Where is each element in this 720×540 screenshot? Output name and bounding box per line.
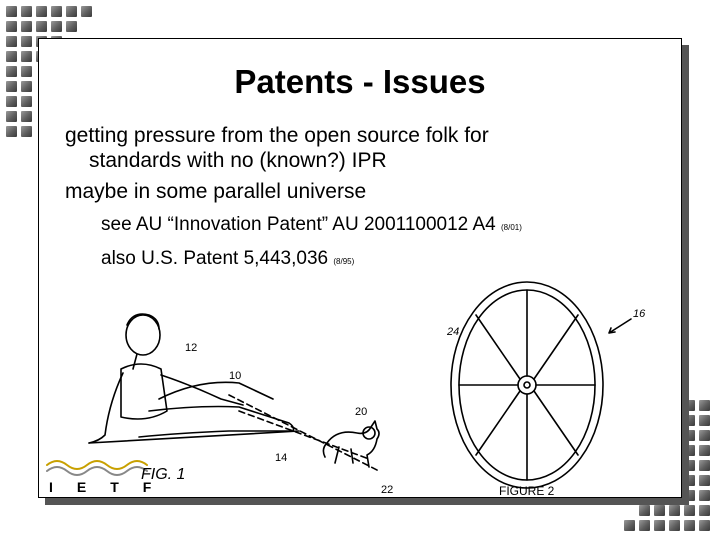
decor-square: [21, 21, 32, 32]
decor-square: [6, 96, 17, 107]
decor-square: [684, 490, 695, 501]
label-fig-1: FIG. 1: [141, 466, 185, 483]
decor-square: [699, 415, 710, 426]
decor-square: [684, 460, 695, 471]
decor-square: [684, 430, 695, 441]
decor-square: [6, 21, 17, 32]
decor-square: [699, 445, 710, 456]
decor-square: [624, 520, 635, 531]
decor-square: [21, 126, 32, 137]
decor-square: [684, 475, 695, 486]
reclining-man-drawing: [88, 313, 380, 472]
sub-bullet-date: (8/95): [333, 257, 355, 266]
decor-square: [699, 475, 710, 486]
decor-square: [6, 81, 17, 92]
decor-square: [699, 430, 710, 441]
decor-square: [6, 111, 17, 122]
decor-square: [6, 126, 17, 137]
decor-square: [684, 445, 695, 456]
decor-square: [684, 520, 695, 531]
bullet-open-source: getting pressure from the open source fo…: [65, 123, 489, 173]
decor-square: [6, 36, 17, 47]
sub-bullet-text: see AU “Innovation Patent” AU 2001100012…: [101, 214, 496, 235]
decor-square: [699, 400, 710, 411]
sub-bullet-text: also U.S. Patent 5,443,036: [101, 248, 329, 269]
decor-square: [21, 66, 32, 77]
label-figure-2: FIGURE 2: [499, 484, 555, 498]
bullet-text: getting pressure from the open source fo…: [65, 124, 489, 147]
bullet-parallel-universe: maybe in some parallel universe: [65, 179, 366, 204]
decor-square: [684, 400, 695, 411]
decor-square: [21, 6, 32, 17]
sub-bullet-us-patent: also U.S. Patent 5,443,036 (8/95): [101, 247, 354, 274]
decor-square: [6, 66, 17, 77]
decor-square: [36, 6, 47, 17]
slide: Patents - Issues getting pressure from t…: [38, 38, 682, 498]
decor-square: [21, 96, 32, 107]
cat-drawing: [322, 420, 380, 468]
decor-square: [66, 6, 77, 17]
decor-square: [669, 520, 680, 531]
decor-square: [36, 21, 47, 32]
label-10: 10: [229, 370, 241, 382]
decor-square: [699, 505, 710, 516]
decor-square: [81, 6, 92, 17]
decor-square: [21, 36, 32, 47]
bullet-continuation: standards with no (known?) IPR: [89, 149, 387, 172]
label-22: 22: [381, 484, 393, 496]
decor-square: [684, 415, 695, 426]
decor-square: [66, 21, 77, 32]
label-24: 24: [446, 326, 459, 338]
decor-square: [51, 6, 62, 17]
decor-square: [6, 6, 17, 17]
label-16: 16: [633, 308, 646, 320]
decor-square: [639, 505, 650, 516]
decor-square: [21, 51, 32, 62]
slide-title: Patents - Issues: [234, 63, 486, 100]
label-12: 12: [185, 342, 197, 354]
decor-square: [669, 505, 680, 516]
sub-bullet-au-patent: see AU “Innovation Patent” AU 2001100012…: [101, 213, 522, 240]
ietf-logo-waves: [46, 460, 148, 476]
patent-illustration: 12 10 20 14 22 FIG. 1 16 24 FIGURE 2: [46, 281, 646, 498]
decor-square: [654, 505, 665, 516]
decor-square: [51, 21, 62, 32]
decor-square: [654, 520, 665, 531]
decor-square: [684, 505, 695, 516]
ietf-logo-text: IETF: [49, 479, 176, 495]
decor-square: [21, 81, 32, 92]
decor-square: [699, 460, 710, 471]
decor-square: [699, 490, 710, 501]
decor-square: [6, 51, 17, 62]
decor-square: [639, 520, 650, 531]
wheel-drawing: [450, 281, 632, 489]
label-14: 14: [275, 452, 287, 464]
sub-bullet-date: (8/01): [501, 223, 522, 232]
bullet-text: maybe in some parallel universe: [65, 180, 367, 203]
decor-square: [21, 111, 32, 122]
decor-square: [699, 520, 710, 531]
label-20: 20: [355, 406, 367, 418]
